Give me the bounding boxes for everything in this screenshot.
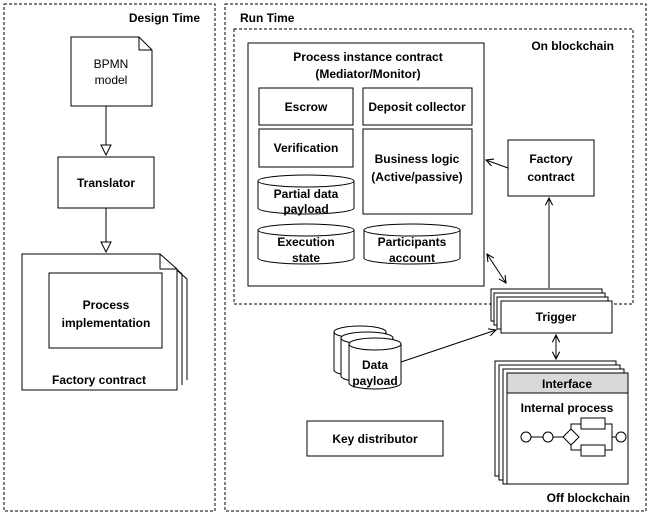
bpmn-model-document: BPMN model xyxy=(70,36,153,107)
internal-process-diagram xyxy=(520,417,627,457)
svg-text:payload: payload xyxy=(283,202,328,216)
on-blockchain-label: On blockchain xyxy=(531,39,614,53)
svg-text:contract: contract xyxy=(527,170,574,184)
factory-to-process-arrow xyxy=(486,160,509,169)
run-time-title: Run Time xyxy=(240,11,295,25)
trigger-label: Trigger xyxy=(536,310,577,324)
interface-label: Interface xyxy=(542,377,592,391)
svg-text:Participants: Participants xyxy=(378,235,447,249)
execution-state-cylinder: Execution state xyxy=(257,223,355,265)
svg-text:Data: Data xyxy=(362,358,388,372)
design-time-title: Design Time xyxy=(129,11,200,25)
svg-text:Verification: Verification xyxy=(274,141,339,155)
key-distributor-box: Key distributor xyxy=(306,420,444,457)
svg-text:Partial data: Partial data xyxy=(274,187,339,201)
factory-contract-label: Factory contract xyxy=(52,373,146,387)
factory-contract-box: Factory contract xyxy=(507,139,595,197)
svg-text:account: account xyxy=(389,251,435,265)
partial-data-payload-cylinder: Partial data payload xyxy=(257,174,355,216)
svg-text:Deposit collector: Deposit collector xyxy=(368,100,466,114)
business-logic-box: Business logic (Active/passive) xyxy=(362,128,473,215)
svg-text:payload: payload xyxy=(352,374,397,388)
off-blockchain-label: Off blockchain xyxy=(547,491,630,505)
svg-text:Escrow: Escrow xyxy=(285,100,328,114)
process-instance-title: Process instance contract xyxy=(293,50,442,64)
process-trigger-link xyxy=(487,254,506,283)
svg-text:BPMN: BPMN xyxy=(94,57,129,71)
participants-account-cylinder: Participants account xyxy=(363,223,461,265)
deposit-collector-box: Deposit collector xyxy=(362,87,473,126)
svg-text:(Active/passive): (Active/passive) xyxy=(371,170,462,184)
svg-text:Key distributor: Key distributor xyxy=(332,432,418,446)
svg-text:Business logic: Business logic xyxy=(375,152,460,166)
svg-text:model: model xyxy=(95,73,128,87)
svg-text:Execution: Execution xyxy=(277,235,334,249)
svg-text:implementation: implementation xyxy=(62,316,151,330)
escrow-box: Escrow xyxy=(258,87,354,126)
translator-box: Translator xyxy=(57,156,155,209)
svg-text:Translator: Translator xyxy=(77,176,135,190)
svg-text:Process: Process xyxy=(83,298,130,312)
internal-process-label: Internal process xyxy=(521,401,614,415)
design-time-panel xyxy=(3,3,216,512)
run-time-panel xyxy=(224,3,647,512)
process-implementation-box: Process implementation xyxy=(48,272,163,349)
svg-text:Factory: Factory xyxy=(529,152,573,166)
verification-box: Verification xyxy=(258,128,354,168)
svg-text:state: state xyxy=(292,251,320,265)
data-payload-cylinders: Data payload xyxy=(333,325,402,390)
trigger-stack: Trigger xyxy=(490,288,613,334)
data-payload-to-trigger-arrow xyxy=(400,330,496,363)
on-blockchain-region xyxy=(233,28,634,305)
interface-stack: Interface Internal process xyxy=(494,360,629,485)
process-instance-subtitle: (Mediator/Monitor) xyxy=(315,67,420,81)
